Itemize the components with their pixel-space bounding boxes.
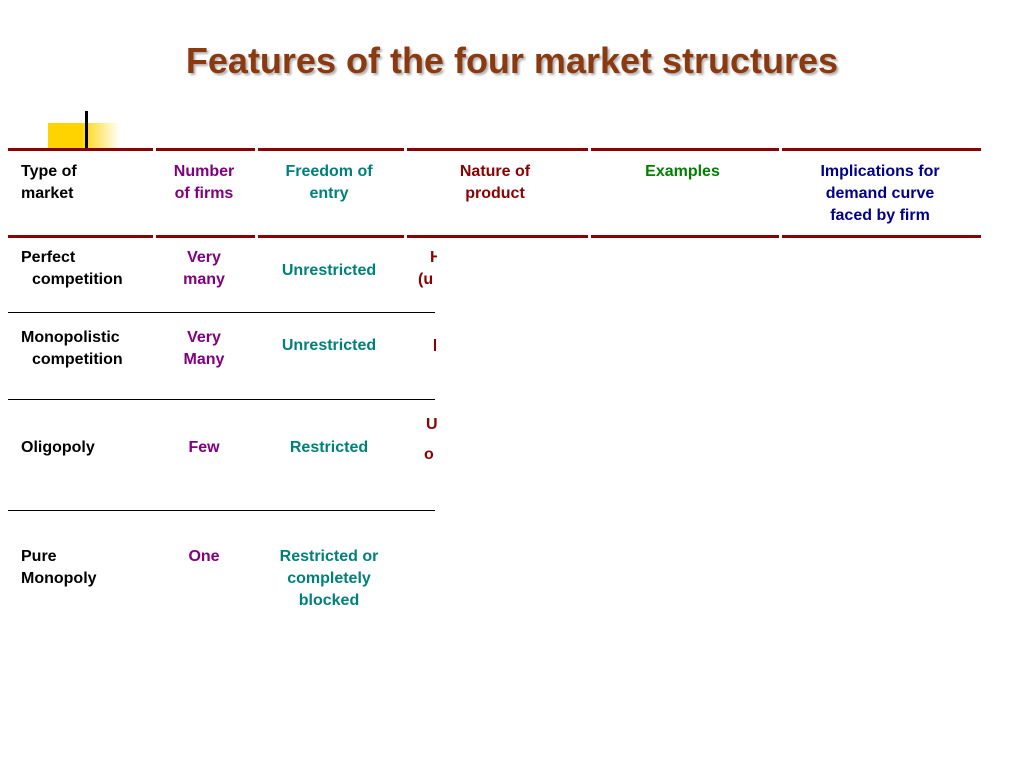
row-pure-monopoly-type: Pure Monopoly: [21, 546, 156, 590]
nature-fragment-clip: U o: [420, 412, 438, 468]
header-type-of-market: Type of market: [21, 161, 156, 205]
row-pure-monopoly-freedom: Restricted or completely blocked: [258, 546, 400, 612]
row-pure-monopoly-number: One: [156, 546, 252, 568]
cell-text: completely: [287, 570, 371, 587]
cell-text: Many: [183, 351, 225, 368]
row-monopolistic-competition-number: Very Many: [156, 327, 252, 371]
cell-text: Restricted: [289, 439, 369, 456]
cell-text-fragment: U: [426, 416, 438, 433]
header-text: Freedom of: [285, 163, 373, 180]
header-text: Nature of: [459, 163, 531, 180]
row-perfect-competition-freedom: Unrestricted: [258, 260, 400, 282]
cell-text: competition: [32, 351, 123, 368]
header-top-rule: [8, 148, 981, 151]
header-text: Examples: [645, 163, 720, 180]
cell-text: Few: [188, 439, 220, 456]
row-oligopoly-type: Oligopoly: [21, 437, 156, 459]
cell-text: Restricted or: [279, 548, 379, 565]
cell-text-fragment: o: [424, 446, 434, 463]
rule-gap: [255, 147, 258, 152]
header-text: entry: [309, 185, 349, 202]
rule-gap: [588, 234, 591, 239]
row-monopolistic-competition-type: Monopolistic competition: [21, 327, 156, 371]
cell-text: Very: [187, 249, 221, 266]
cell-text: Perfect: [21, 249, 76, 266]
header-freedom-of-entry: Freedom of entry: [258, 161, 400, 205]
row-divider: [8, 312, 435, 313]
header-text: market: [21, 185, 74, 202]
nature-fragment-clip: H (u: [415, 245, 437, 295]
cell-text: Oligopoly: [21, 439, 95, 456]
rule-gap: [779, 234, 782, 239]
row-perfect-competition-number: Very many: [156, 247, 252, 291]
cell-text: Monopolistic: [21, 329, 120, 346]
rule-gap: [255, 234, 258, 239]
cell-text: Pure: [21, 548, 57, 565]
cell-text: Monopoly: [21, 570, 97, 587]
decorative-yellow-block: [48, 123, 120, 151]
cell-text: One: [188, 548, 220, 565]
header-text: Type of: [21, 163, 77, 180]
header-text: product: [465, 185, 525, 202]
rule-gap: [153, 147, 156, 152]
cell-text: Unrestricted: [281, 262, 377, 279]
header-implications: Implications for demand curve faced by f…: [790, 161, 970, 227]
cell-text: Unrestricted: [281, 337, 377, 354]
cell-text-fragment: (u: [418, 271, 434, 288]
row-divider: [8, 510, 435, 511]
rule-gap: [404, 147, 407, 152]
header-number-of-firms: Number of firms: [156, 161, 252, 205]
cell-text: competition: [32, 271, 123, 288]
header-text: Implications for: [820, 163, 940, 180]
rule-gap: [153, 234, 156, 239]
cell-text: many: [183, 271, 225, 288]
header-text: of firms: [174, 185, 234, 202]
row-divider: [8, 399, 435, 400]
row-monopolistic-competition-freedom: Unrestricted: [258, 335, 400, 357]
row-oligopoly-number: Few: [156, 437, 252, 459]
header-nature-of-product: Nature of product: [420, 161, 570, 205]
header-text: Number: [173, 163, 235, 180]
header-examples: Examples: [600, 161, 765, 183]
header-text: demand curve: [825, 185, 935, 202]
header-bottom-rule: [8, 235, 981, 238]
cell-text-fragment: H: [430, 249, 437, 266]
page-title: Features of the four market structures: [185, 40, 839, 81]
decorative-vertical-bar: [85, 111, 88, 149]
row-perfect-competition-type: Perfect competition: [21, 247, 156, 291]
cell-text: blocked: [298, 592, 360, 609]
rule-gap: [588, 147, 591, 152]
row-oligopoly-freedom: Restricted: [258, 437, 400, 459]
rule-gap: [404, 234, 407, 239]
nature-fragment-mark: [434, 339, 436, 351]
header-text: faced by firm: [830, 207, 930, 224]
rule-gap: [779, 147, 782, 152]
cell-text: Very: [187, 329, 221, 346]
